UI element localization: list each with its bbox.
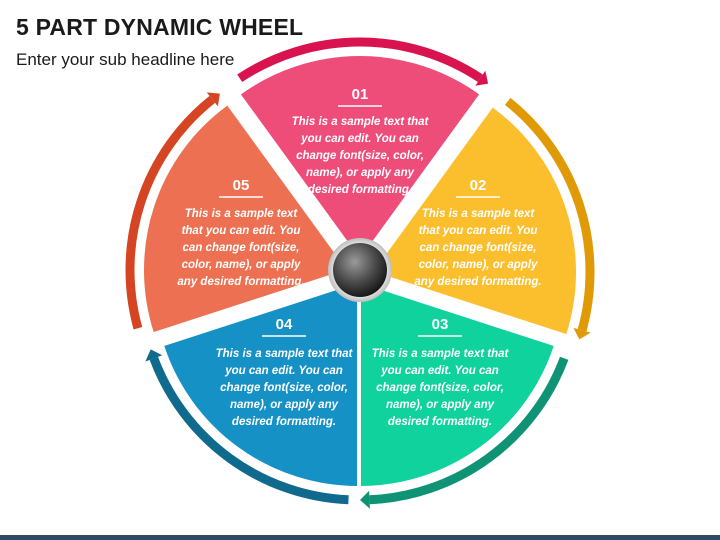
- wheel-slice-01: [238, 54, 482, 262]
- segment-number-03: 03: [432, 316, 449, 333]
- segment-text-line: any desired formatting.: [177, 276, 304, 288]
- segment-number-02: 02: [470, 177, 487, 194]
- center-hub: [328, 238, 392, 302]
- segment-text-line: color, name), or apply: [419, 259, 538, 271]
- outer-arc-02: [504, 97, 595, 332]
- segment-number-01: 01: [352, 86, 369, 103]
- segment-text-line: desired formatting.: [232, 416, 336, 428]
- segment-text-02: This is a sample text that you can edit. …: [414, 208, 541, 288]
- segment-text-line: you can edit. You can: [380, 365, 499, 377]
- outer-arc-05: [125, 95, 216, 330]
- segment-text-line: change font(size, color,: [296, 150, 424, 162]
- outer-arc-03: [369, 356, 569, 505]
- segment-text-line: name), or apply any: [230, 399, 339, 411]
- outer-arc-arrow-05: [206, 92, 220, 107]
- segment-text-line: that you can edit. You: [182, 225, 301, 237]
- segment-text-line: you can edit. You can: [300, 133, 419, 145]
- segment-text-line: color, name), or apply: [182, 259, 301, 271]
- segment-text-line: name), or apply any: [386, 399, 495, 411]
- bottom-accent-bar: [0, 535, 720, 540]
- outer-arc-arrow-02: [573, 327, 591, 340]
- wheel-slice-05: [142, 102, 350, 335]
- segment-text-line: This is a sample text: [185, 208, 299, 220]
- segment-text-01: This is a sample text that you can edit. …: [292, 116, 430, 196]
- segment-text-line: desired formatting.: [308, 184, 412, 196]
- wheel-slice-04: [161, 280, 359, 489]
- outer-arc-04: [149, 356, 349, 505]
- outer-arc-01: [237, 37, 483, 82]
- wheel-slice-03: [359, 280, 557, 489]
- segment-text-03: This is a sample text that you can edit. …: [372, 348, 510, 428]
- outer-arc-arrow-01: [475, 70, 489, 86]
- slide-subtitle: Enter your sub headline here: [16, 50, 235, 69]
- segment-number-04: 04: [276, 316, 293, 333]
- segment-text-line: can change font(size,: [420, 242, 537, 254]
- segment-text-05: This is a sample text that you can edit. …: [177, 208, 304, 288]
- segment-text-line: This is a sample text: [422, 208, 536, 220]
- center-hub-knob: [333, 243, 387, 297]
- segment-text-04: This is a sample text that you can edit. …: [216, 348, 354, 428]
- segment-text-line: change font(size, color,: [220, 382, 348, 394]
- segment-text-line: desired formatting.: [388, 416, 492, 428]
- segment-text-line: change font(size, color,: [376, 382, 504, 394]
- segment-text-line: This is a sample text that: [216, 348, 354, 360]
- outer-arc-arrow-03: [360, 490, 370, 509]
- segment-text-line: This is a sample text that: [372, 348, 510, 360]
- segment-text-line: This is a sample text that: [292, 116, 430, 128]
- segment-text-line: any desired formatting.: [414, 276, 541, 288]
- wheel-slice-02: [370, 104, 578, 337]
- segment-text-line: you can edit. You can: [224, 365, 343, 377]
- segment-number-05: 05: [233, 177, 250, 194]
- outer-arc-arrow-04: [145, 349, 163, 362]
- segment-text-line: can change font(size,: [183, 242, 300, 254]
- segment-text-line: name), or apply any: [306, 167, 415, 179]
- segment-text-line: that you can edit. You: [419, 225, 538, 237]
- slide-title: 5 PART DYNAMIC WHEEL: [16, 14, 304, 40]
